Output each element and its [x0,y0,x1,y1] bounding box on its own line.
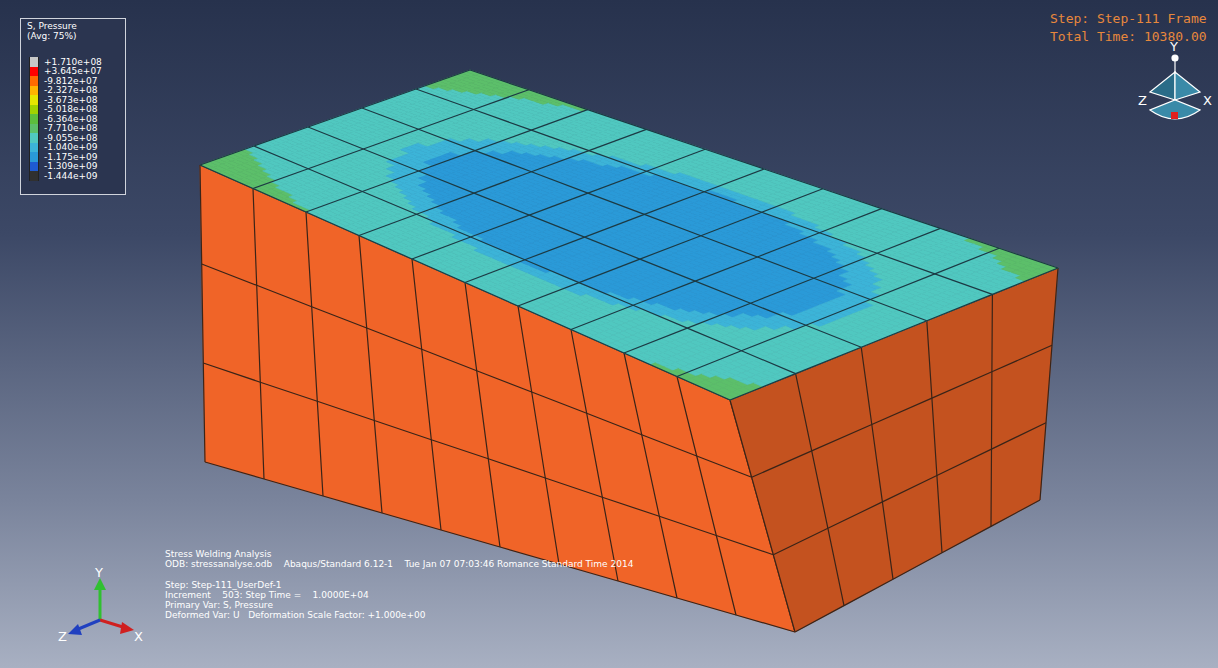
mesh-line [200,165,205,462]
mesh-line [200,165,730,400]
mesh-line [1040,268,1058,500]
mesh-line [752,345,1052,477]
mesh-cell [730,268,1058,632]
mesh-line [306,212,323,496]
mesh-line [253,189,264,480]
mesh-line [927,321,942,553]
mesh-line [861,347,893,579]
mesh-line [518,306,559,564]
mesh-line [203,363,773,555]
mesh-line [359,236,382,514]
mesh-line [205,462,795,632]
mesh-line [465,283,500,548]
mesh-line [202,264,752,477]
mesh-line [412,259,441,530]
mesh-line [795,500,1040,632]
mesh-block [200,70,1058,632]
mesh-line [730,400,795,632]
mesh-line [730,268,1058,400]
mesh-line [571,330,618,582]
mesh-line [991,294,992,526]
mesh-line [796,374,844,606]
mesh-line [677,377,736,616]
mesh-line [773,423,1046,555]
